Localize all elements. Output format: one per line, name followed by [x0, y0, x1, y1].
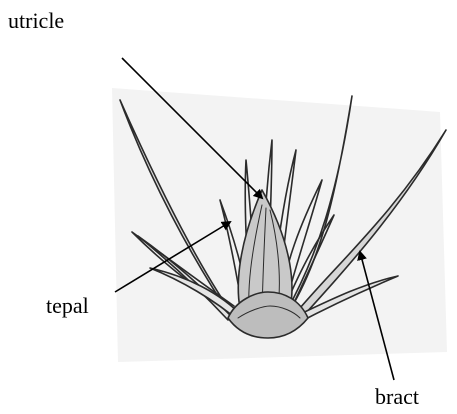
bract-label: bract: [375, 386, 419, 408]
utricle-label: utricle: [8, 10, 64, 32]
tepal-label: tepal: [46, 295, 89, 317]
